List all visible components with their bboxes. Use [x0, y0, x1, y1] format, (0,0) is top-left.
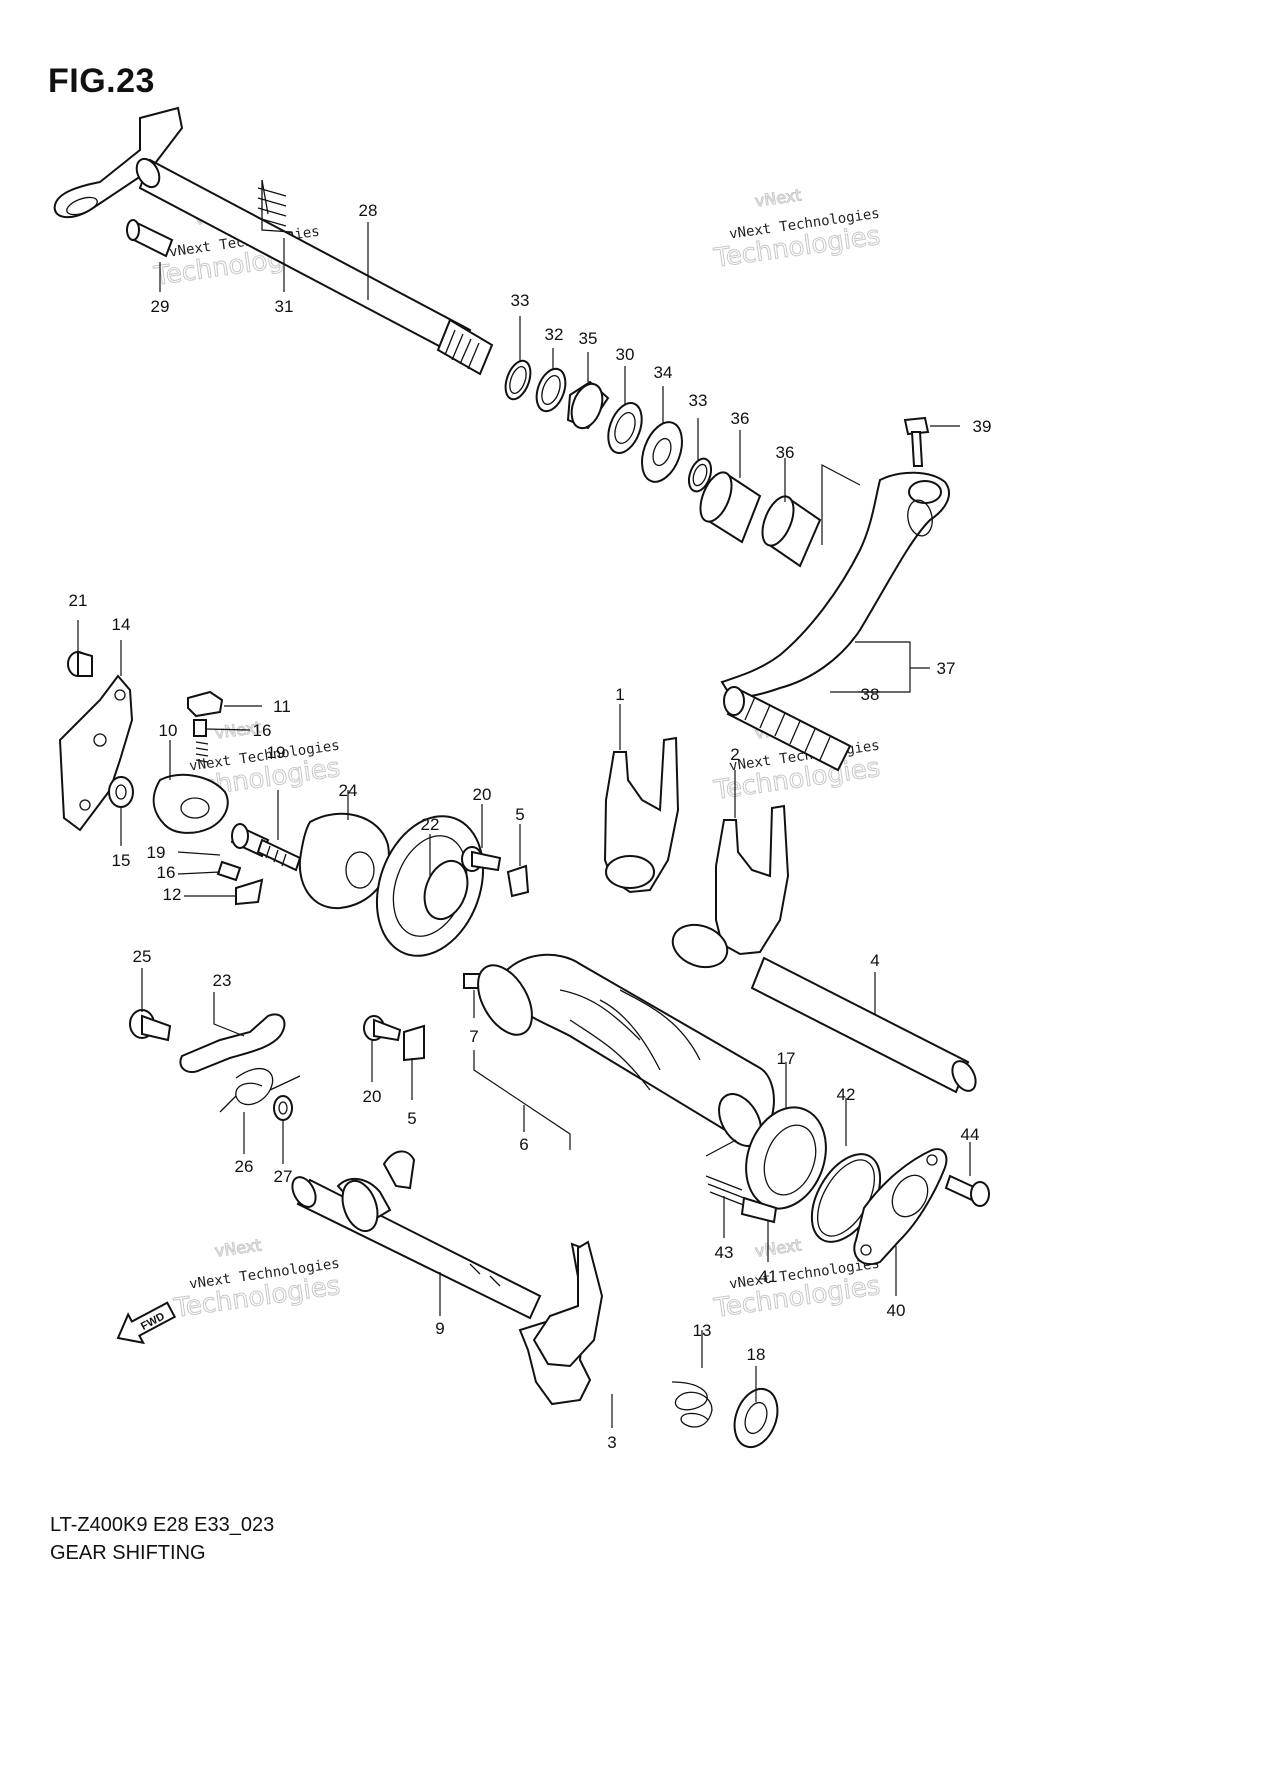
part-label-19: 19 [267, 743, 286, 762]
part-label-38: 38 [861, 685, 880, 704]
part-label-11: 11 [273, 697, 291, 716]
watermark-small: vNext [754, 185, 803, 210]
part-label-26: 26 [235, 1157, 254, 1176]
part-label-24: 24 [339, 781, 358, 800]
part-label-3: 3 [607, 1433, 616, 1452]
part-label-29: 29 [151, 297, 170, 316]
part-label-41: 41 [759, 1267, 778, 1286]
part-label-4: 4 [870, 951, 879, 970]
gearshift-cam-group [58, 620, 390, 910]
part-label-6: 6 [519, 1135, 528, 1154]
part-label-42: 42 [837, 1085, 856, 1104]
part-label-31: 31 [275, 297, 294, 316]
bushes [699, 430, 861, 568]
part-label-22: 22 [421, 815, 440, 834]
gearshift-lever [720, 416, 960, 772]
part-label-44: 44 [961, 1125, 980, 1144]
part-label-40: 40 [887, 1301, 906, 1320]
part-label-30: 30 [616, 345, 635, 364]
part-label-16: 16 [253, 721, 272, 740]
part-label-23: 23 [213, 971, 232, 990]
watermark-small: vNext [754, 1235, 803, 1260]
stopper-plate-group [129, 968, 301, 1164]
part-label-1: 1 [615, 685, 624, 704]
part-label-9: 9 [435, 1319, 444, 1338]
shaft-seals-bearings [504, 316, 713, 493]
shift-forks-upper [603, 704, 977, 1094]
part-label-7: 7 [469, 1027, 478, 1046]
part-label-32: 32 [545, 325, 564, 344]
part-label-21: 21 [69, 591, 88, 610]
figure-name: GEAR SHIFTING [50, 1542, 206, 1564]
lower-shift-group [291, 1150, 779, 1449]
figure-title: FIG.23 [48, 62, 155, 100]
gearshift-cam-drum [473, 953, 775, 1157]
part-label-37: 37 [937, 659, 956, 678]
part-label-16b: 16 [157, 863, 176, 882]
bearing-and-bolts [363, 804, 530, 1100]
part-label-10: 10 [159, 721, 178, 740]
part-label-33: 33 [511, 291, 530, 310]
part-label-12: 12 [163, 885, 182, 904]
forward-arrow: FWD [116, 1301, 177, 1345]
part-label-36: 36 [731, 409, 750, 428]
right-lower-parts [705, 1062, 990, 1296]
part-label-25: 25 [133, 947, 152, 966]
part-label-18: 18 [747, 1345, 766, 1364]
part-label-39: 39 [973, 417, 992, 436]
part-label-34: 34 [654, 363, 673, 382]
watermark-small: vNext [214, 1235, 263, 1260]
part-label-20: 20 [473, 785, 492, 804]
part-label-15: 15 [112, 851, 131, 870]
part-label-5: 5 [515, 805, 524, 824]
part-label-27: 27 [274, 1167, 293, 1186]
part-label-28: 28 [359, 201, 378, 220]
part-label-13: 13 [693, 1321, 712, 1340]
part-label-2: 2 [730, 745, 739, 764]
part-label-33b: 33 [689, 391, 708, 410]
shift-shaft-assembly [53, 106, 494, 376]
part-label-19b: 19 [147, 843, 166, 862]
part-label-43: 43 [715, 1243, 734, 1262]
part-label-36b: 36 [776, 443, 795, 462]
part-label-5b: 5 [407, 1109, 416, 1128]
part-label-14: 14 [112, 615, 131, 634]
figure-code: LT-Z400K9 E28 E33_023 [50, 1514, 275, 1536]
part-label-17: 17 [777, 1049, 796, 1068]
part-label-35: 35 [579, 329, 598, 348]
part-number-labels: 28 29 31 33 32 35 30 34 33 36 36 39 37 3… [69, 201, 992, 1452]
part-label-20b: 20 [363, 1087, 382, 1106]
